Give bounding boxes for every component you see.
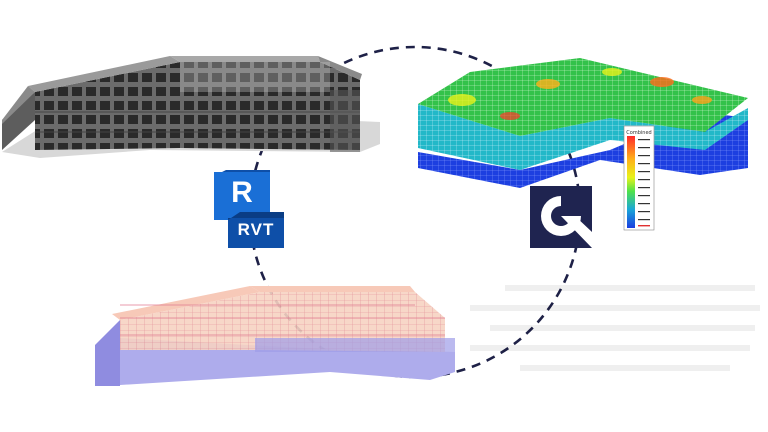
revit-building-model	[2, 56, 380, 158]
stress-color-legend	[623, 125, 655, 231]
faint-background-text	[470, 285, 760, 371]
structural-analysis-model	[418, 58, 748, 188]
revit-logo-label: RVT	[237, 220, 275, 239]
analysis-software-logo	[530, 186, 592, 248]
revit-logo-letter: R	[231, 176, 253, 209]
legend-title: Combined	[626, 130, 652, 136]
revit-logo-shape	[214, 170, 284, 248]
revit-analytical-model	[95, 286, 455, 386]
revit-logo: R RVT	[214, 170, 284, 250]
